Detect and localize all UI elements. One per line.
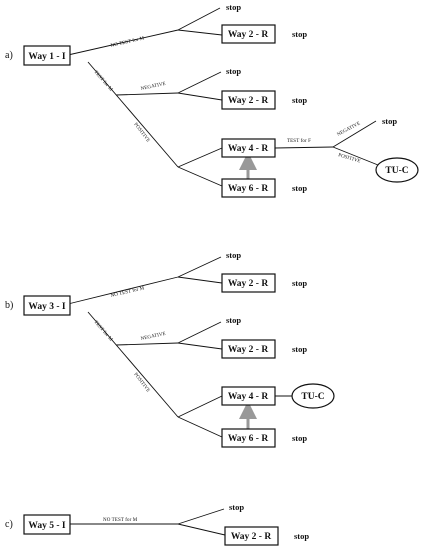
way2-box <box>224 526 279 546</box>
stop-label: stop <box>292 278 307 288</box>
edge-no-test-m <box>67 276 179 305</box>
edge-label-test-f: TEST for F <box>287 139 311 144</box>
way2-box <box>221 273 276 293</box>
edge-test-m <box>87 61 179 168</box>
way2-label: Way 2 - R <box>228 96 269 106</box>
stop-label: stop <box>294 531 309 541</box>
tuc-label: TU-C <box>385 166 408 176</box>
start-node-label: Way 5 - I <box>28 521 66 531</box>
edge-to-stop <box>177 321 222 344</box>
start-node-box <box>23 295 71 316</box>
way2-box <box>221 339 276 359</box>
part-a: a) Way 1 - I NO TEST for M TEST for M NE… <box>5 2 419 198</box>
way2-label: Way 2 - R <box>228 279 269 289</box>
stop-label: stop <box>292 95 307 105</box>
edge-to-way2 <box>177 523 226 536</box>
stop-label: stop <box>226 250 241 260</box>
start-node-label: Way 1 - I <box>28 52 66 62</box>
edge-to-way6 <box>177 416 223 438</box>
stop-label: stop <box>226 2 241 12</box>
way4-label: Way 4 - R <box>228 144 269 154</box>
way2-label: Way 2 - R <box>231 532 272 542</box>
edge-no-test-m <box>67 29 179 56</box>
edge-to-stop <box>177 71 222 94</box>
way2-box <box>221 90 276 110</box>
way2-label: Way 2 - R <box>228 345 269 355</box>
way6-label: Way 6 - R <box>228 434 269 444</box>
edge-to-stop <box>177 508 225 525</box>
way4-box <box>221 386 276 406</box>
edge-to-way4 <box>177 147 223 168</box>
way2-label: Way 2 - R <box>228 30 269 40</box>
edge-label-positive: POSITIVE <box>132 372 150 393</box>
edge-to-way2 <box>177 342 223 350</box>
way6-label: Way 6 - R <box>228 184 269 194</box>
part-b-label: b) <box>5 300 13 311</box>
way4-label: Way 4 - R <box>228 392 269 402</box>
edge-label-negative: NEGATIVE <box>140 332 166 342</box>
edge-test-m <box>87 311 179 418</box>
part-c: c) Way 5 - I NO TEST for M stop Way 2 - … <box>5 502 309 546</box>
start-node-box <box>23 45 71 66</box>
edge-to-way4 <box>177 395 223 418</box>
stop-label: stop <box>292 344 307 354</box>
part-b: b) Way 3 - I NO TEST for M TEST for M NE… <box>5 250 335 448</box>
edge-test-f <box>274 146 334 149</box>
edge-negative <box>115 92 179 96</box>
edge-to-way2 <box>177 276 223 284</box>
edge-negative <box>115 342 179 346</box>
stop-label: stop <box>292 183 307 193</box>
tuc-ellipse <box>375 157 419 183</box>
tuc-label: TU-C <box>301 392 324 402</box>
edge-to-way6 <box>177 166 223 187</box>
way6-box <box>221 428 276 448</box>
edge-label-no-test: NO TEST for M <box>103 518 138 523</box>
edge-label-f-negative: NEGATIVE <box>337 121 362 137</box>
edge-f-negative <box>332 120 377 148</box>
tuc-ellipse <box>291 383 335 409</box>
edge-label-test: TEST for M <box>92 320 113 343</box>
edge-label-negative: NEGATIVE <box>140 82 166 92</box>
way4-box <box>221 138 276 158</box>
stop-label: stop <box>382 116 397 126</box>
stop-label: stop <box>292 29 307 39</box>
edge-label-positive: POSITIVE <box>132 122 150 143</box>
stop-label: stop <box>292 433 307 443</box>
edge-f-positive <box>332 146 379 166</box>
edge-label-test: TEST for M <box>92 70 113 93</box>
way6-box <box>221 178 276 198</box>
stop-label: stop <box>229 502 244 512</box>
edge-to-way2 <box>177 29 223 36</box>
way2-box <box>221 24 276 44</box>
edge-to-stop <box>177 256 222 278</box>
stop-label: stop <box>226 315 241 325</box>
start-node-label: Way 3 - I <box>28 302 66 312</box>
edge-label-f-positive: POSITIVE <box>337 153 360 165</box>
start-node-box <box>23 514 71 535</box>
part-c-label: c) <box>5 519 13 530</box>
edge-to-way2 <box>177 92 223 101</box>
edge-label-no-test: NO TEST for M <box>110 36 145 49</box>
part-a-label: a) <box>5 50 13 61</box>
edge-to-stop <box>177 7 221 31</box>
stop-label: stop <box>226 66 241 76</box>
edge-label-no-test: NO TEST for M <box>110 286 145 299</box>
